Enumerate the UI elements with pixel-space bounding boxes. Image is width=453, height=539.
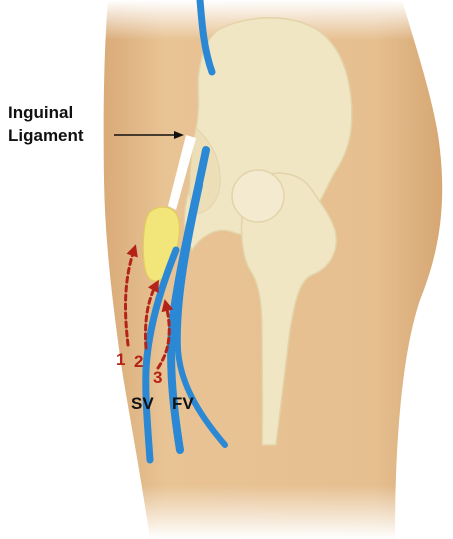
upper-vein <box>196 0 216 76</box>
number-3: 3 <box>153 368 162 387</box>
femoral-head <box>231 169 285 223</box>
approach-arrows <box>124 244 174 370</box>
fv-label: FV <box>172 394 194 413</box>
inguinal-ligament <box>168 135 196 210</box>
veins <box>142 0 228 464</box>
number-1: 1 <box>116 350 125 369</box>
deep-vein <box>174 182 228 448</box>
arrow-1 <box>124 244 138 347</box>
arrow-3 <box>156 299 174 370</box>
femur-bone <box>240 172 337 446</box>
ligament-pointer <box>114 131 184 139</box>
sv-label: SV <box>131 394 154 413</box>
number-2: 2 <box>134 352 143 371</box>
arrow-2 <box>144 279 159 350</box>
saphenous-vein <box>142 246 180 464</box>
inguinal-label-line1: Inguinal <box>8 103 73 122</box>
inguinal-label-line2: Ligament <box>8 126 84 145</box>
